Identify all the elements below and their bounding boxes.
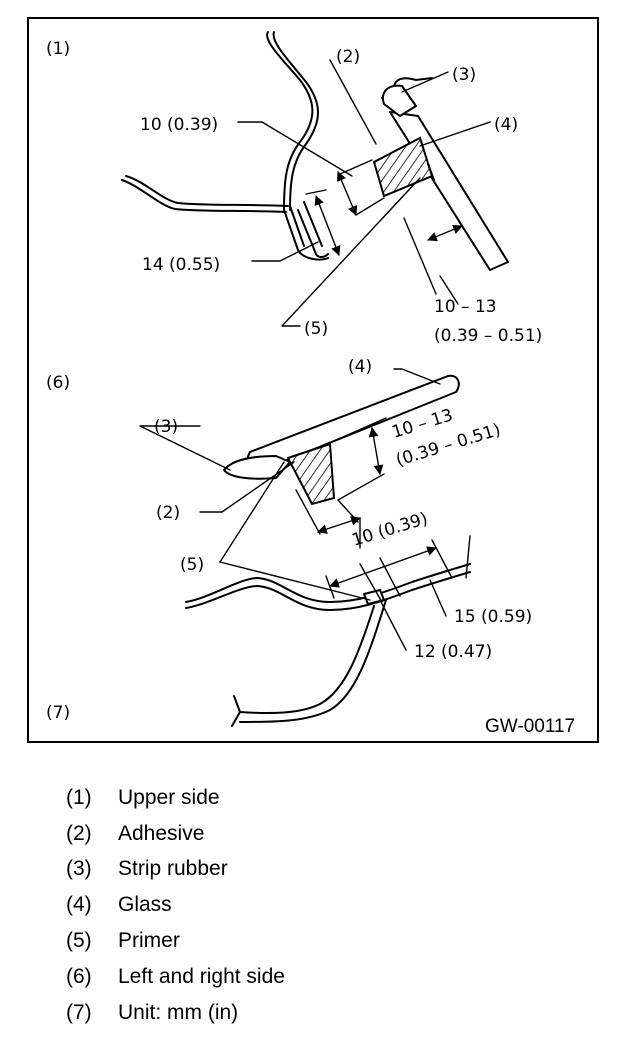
legend-label: Left and right side bbox=[118, 964, 285, 988]
callout-adhesive-side: (2) bbox=[156, 503, 180, 523]
callout-primer-upper: (5) bbox=[304, 319, 328, 339]
dimension-10-13-upper-in: (0.39 – 0.51) bbox=[434, 326, 542, 346]
legend-number: (2) bbox=[66, 821, 92, 845]
legend-number: (4) bbox=[66, 893, 92, 917]
callout-adhesive-upper: (2) bbox=[336, 47, 360, 67]
legend-item: (4) Glass bbox=[66, 887, 606, 923]
callout-primer-side: (5) bbox=[180, 555, 204, 575]
figure-code: GW-00117 bbox=[485, 716, 575, 737]
legend-item: (7) Unit: mm (in) bbox=[66, 995, 606, 1031]
installation-diagram: (1) (6) (7) (2) (3) (4) (5) 10 (0.39) 14… bbox=[27, 17, 599, 743]
panel-label-upper: (1) bbox=[46, 39, 70, 59]
legend-number: (1) bbox=[66, 785, 92, 809]
dimension-10-side: 10 (0.39) bbox=[350, 509, 431, 551]
legend-label: Upper side bbox=[118, 785, 220, 809]
callout-glass-side: (4) bbox=[348, 357, 372, 377]
legend-number: (7) bbox=[66, 1000, 92, 1024]
legend-item: (1) Upper side bbox=[66, 780, 606, 816]
legend-item: (3) Strip rubber bbox=[66, 852, 606, 888]
legend-label: Primer bbox=[118, 929, 180, 953]
dimension-15: 15 (0.59) bbox=[454, 607, 532, 627]
panel-label-side: (6) bbox=[46, 373, 70, 393]
legend-label: Unit: mm (in) bbox=[118, 1000, 239, 1024]
legend-item: (6) Left and right side bbox=[66, 959, 606, 995]
legend-label: Glass bbox=[118, 893, 172, 917]
callout-glass-upper: (4) bbox=[494, 115, 518, 135]
panel-label-unit: (7) bbox=[46, 703, 70, 723]
dimension-14: 14 (0.55) bbox=[142, 255, 220, 275]
legend-item: (5) Primer bbox=[66, 923, 606, 959]
legend-item: (2) Adhesive bbox=[66, 816, 606, 852]
legend-list: (1) Upper side (2) Adhesive (3) Strip rubbe… bbox=[66, 780, 606, 1031]
dimension-10-upper: 10 (0.39) bbox=[140, 115, 218, 135]
dimension-10-13-upper-mm: 10 – 13 bbox=[434, 297, 497, 317]
upper-side-drawing bbox=[121, 31, 509, 327]
legend-number: (6) bbox=[66, 964, 92, 988]
side-drawing bbox=[139, 368, 471, 727]
dimension-12: 12 (0.47) bbox=[414, 642, 492, 662]
legend-label: Strip rubber bbox=[118, 857, 228, 881]
legend-number: (5) bbox=[66, 929, 92, 953]
figure-frame bbox=[27, 17, 599, 743]
callout-strip-rubber-side: (3) bbox=[154, 417, 178, 437]
legend-label: Adhesive bbox=[118, 821, 205, 845]
legend-number: (3) bbox=[66, 857, 92, 881]
callout-strip-rubber-upper: (3) bbox=[452, 65, 476, 85]
